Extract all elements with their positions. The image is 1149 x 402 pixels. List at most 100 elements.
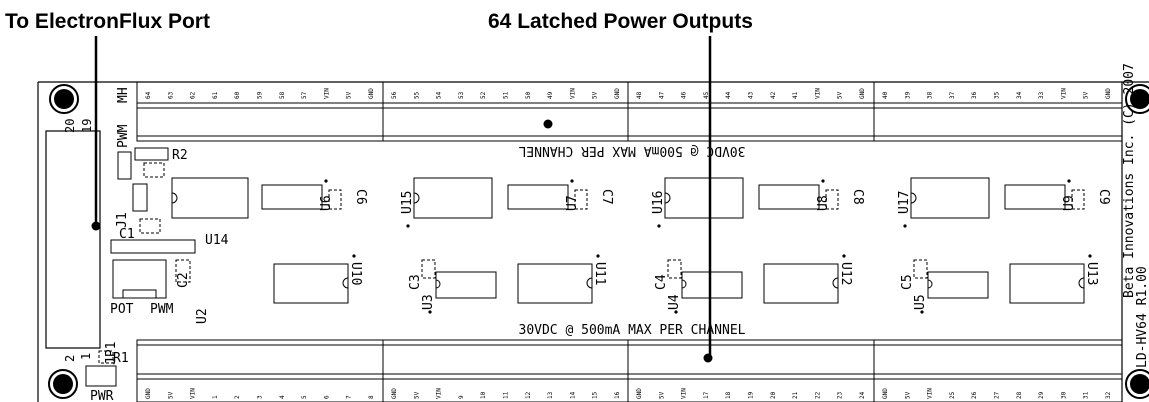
top-pin-label-21: GND bbox=[614, 88, 621, 99]
top-pin-label-9: 5V bbox=[346, 91, 353, 99]
bottom-pin-label-41: 30 bbox=[1060, 391, 1067, 399]
top-pin-label-6: 58 bbox=[279, 91, 286, 99]
pin1-dot-icon bbox=[570, 179, 574, 183]
pin1-dot-icon bbox=[903, 224, 907, 228]
lower-cap-pad-2 bbox=[667, 259, 682, 279]
mounting-hole-bottom-left-icon bbox=[48, 369, 78, 399]
bottom-pin-label-19: 14 bbox=[569, 391, 576, 399]
pwm-bottom-label: PWM bbox=[150, 302, 174, 317]
bottom-pin-label-18: 13 bbox=[547, 391, 554, 399]
bottom-pin-label-37: 26 bbox=[971, 391, 978, 399]
dip-notch-icon bbox=[832, 277, 839, 289]
top-pin-label-5: 59 bbox=[257, 91, 264, 99]
bottom-pin-label-5: 3 bbox=[257, 395, 264, 399]
dip-notch-icon bbox=[927, 279, 933, 289]
top-pin-label-35: 38 bbox=[927, 91, 934, 99]
jp1-connector bbox=[45, 130, 101, 349]
lower-dip-chip-0 bbox=[273, 263, 349, 304]
bottom-pin-label-14: 9 bbox=[458, 395, 465, 399]
top-pin-label-17: 50 bbox=[525, 91, 532, 99]
pin1-dot-icon bbox=[920, 310, 924, 314]
lower-cap-pad-3 bbox=[913, 259, 928, 279]
lower-cap-label-3: C5 bbox=[900, 274, 915, 290]
lower-gate-chip-3 bbox=[927, 271, 989, 299]
top-pin-label-14: 53 bbox=[458, 91, 465, 99]
top-pin-label-31: 5V bbox=[837, 91, 844, 99]
dip-notch-icon bbox=[1078, 277, 1085, 289]
gate-label-1: U8 bbox=[816, 195, 831, 211]
gate-chip-1 bbox=[758, 184, 820, 210]
j1-label: J1 bbox=[115, 212, 130, 228]
pin-2-label: 2 bbox=[63, 355, 77, 362]
board-revision-text: LD-HV64 R1.00 bbox=[1135, 266, 1149, 368]
top-terminal-block bbox=[136, 81, 1123, 142]
pin1-dot-icon bbox=[1067, 179, 1071, 183]
cap-label-1: C8 bbox=[850, 189, 865, 205]
bottom-pin-label-4: 2 bbox=[234, 395, 241, 399]
lower-gate-label-1: U3 bbox=[421, 294, 436, 310]
dip-label-2: U17 bbox=[897, 191, 912, 214]
bottom-pin-label-42: 31 bbox=[1083, 391, 1090, 399]
j1-header bbox=[132, 183, 148, 212]
bottom-pin-label-17: 12 bbox=[525, 391, 532, 399]
r1-resistor bbox=[98, 350, 114, 364]
pin-19-label: 19 bbox=[80, 119, 94, 133]
pin1-dot-icon bbox=[596, 254, 600, 258]
pot-label: POT bbox=[110, 302, 134, 317]
pin1-dot-icon bbox=[821, 179, 825, 183]
top-pin-label-37: 36 bbox=[971, 91, 978, 99]
dip-chip-1 bbox=[664, 177, 744, 219]
gate-label-0: U7 bbox=[565, 195, 580, 211]
r2-pad bbox=[143, 162, 165, 178]
bottom-terminal-block bbox=[136, 339, 1123, 402]
pin1-dot-icon bbox=[324, 179, 328, 183]
top-pin-label-0: 64 bbox=[145, 91, 152, 99]
bottom-pin-label-2: VIN bbox=[190, 388, 197, 399]
lower-gate-chip-1 bbox=[435, 271, 497, 299]
top-pin-label-38: 35 bbox=[994, 91, 1001, 99]
dip-notch-icon bbox=[342, 277, 349, 289]
lower-dip-label-1: U11 bbox=[592, 262, 607, 285]
bottom-pin-label-16: 11 bbox=[503, 391, 510, 399]
top-pin-label-28: 42 bbox=[770, 91, 777, 99]
callout-latched-outputs: 64 Latched Power Outputs bbox=[488, 10, 753, 33]
top-pin-label-32: GND bbox=[859, 88, 866, 99]
pwm-top-label: PWM bbox=[116, 124, 131, 148]
rating-bottom-text: 30VDC @ 500mA MAX PER CHANNEL bbox=[519, 323, 746, 338]
pin1-dot-icon bbox=[674, 310, 678, 314]
bottom-pin-label-43: 32 bbox=[1105, 391, 1112, 399]
bottom-pin-label-27: 19 bbox=[748, 391, 755, 399]
top-pin-label-29: 41 bbox=[792, 91, 799, 99]
pin1-dot-icon bbox=[842, 254, 846, 258]
bottom-pin-label-8: 6 bbox=[323, 395, 330, 399]
dip-chip-0 bbox=[413, 177, 493, 219]
bottom-pin-label-30: 22 bbox=[814, 391, 821, 399]
u14-label: U14 bbox=[205, 233, 229, 248]
bottom-pin-label-7: 5 bbox=[301, 395, 308, 399]
bottom-pin-label-35: VIN bbox=[927, 388, 934, 399]
mounting-hole-top-right-icon bbox=[1125, 84, 1149, 114]
pwm-top-pad bbox=[117, 151, 132, 180]
dip-label-0: U15 bbox=[400, 191, 415, 214]
pin1-dot-icon bbox=[352, 254, 356, 258]
top-pin-label-33: 40 bbox=[882, 91, 889, 99]
bottom-pin-label-11: GND bbox=[391, 388, 398, 399]
lower-dip-label-3: U13 bbox=[1084, 262, 1099, 285]
lower-dip-chip-2 bbox=[763, 263, 839, 304]
lower-cap-label-1: C3 bbox=[408, 274, 423, 290]
c1-label: C1 bbox=[119, 227, 135, 242]
cap-label-2: C9 bbox=[1096, 189, 1111, 205]
pin1-dot-icon bbox=[428, 310, 432, 314]
bottom-pin-label-0: GND bbox=[145, 388, 152, 399]
top-pin-label-39: 34 bbox=[1016, 91, 1023, 99]
top-pin-label-3: 61 bbox=[212, 91, 219, 99]
c1-capacitor bbox=[139, 218, 161, 234]
mounting-hole-top-left-icon bbox=[49, 84, 79, 114]
bottom-pin-label-40: 29 bbox=[1038, 391, 1045, 399]
lower-gate-chip-2 bbox=[681, 271, 743, 299]
bottom-pin-label-34: 5V bbox=[904, 391, 911, 399]
bottom-pin-label-24: VIN bbox=[681, 388, 688, 399]
